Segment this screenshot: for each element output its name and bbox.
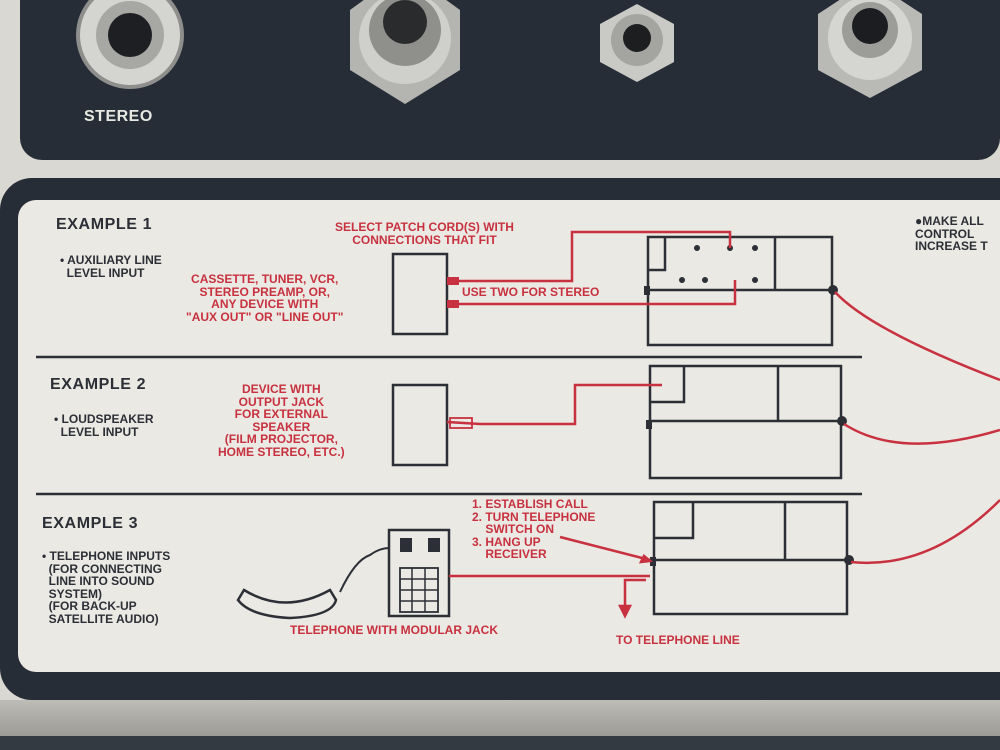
telephone-body-icon: [387, 528, 451, 618]
example-2-description: • LOUDSPEAKER LEVEL INPUT: [54, 412, 154, 439]
telephone-steps: 1. ESTABLISH CALL 2. TURN TELEPHONE SWIT…: [472, 497, 596, 562]
chassis-base: [0, 736, 1000, 750]
example-1-heading: EXAMPLE 1: [56, 216, 153, 233]
source-device-box: [391, 252, 449, 336]
telephone-label: TELEPHONE WITH MODULAR JACK: [290, 623, 498, 637]
example-1-description: • AUXILIARY LINE LEVEL INPUT: [60, 253, 162, 280]
source-devices-list: CASSETTE, TUNER, VCR, STEREO PREAMP, OR,…: [186, 272, 344, 324]
stereo-label: STEREO: [84, 108, 153, 125]
patch-cords: [446, 230, 1000, 619]
mixer-outline: [652, 500, 849, 616]
speaker-device-note: DEVICE WITH OUTPUT JACK FOR EXTERNAL SPE…: [218, 382, 345, 459]
speaker-device-box: [391, 383, 449, 467]
example-3-heading: EXAMPLE 3: [42, 515, 139, 532]
stereo-jack-icon: [76, 0, 184, 89]
example-2-heading: EXAMPLE 2: [50, 376, 147, 393]
connection-examples-card: [18, 200, 1000, 672]
telephone-handset-icon: [236, 588, 338, 620]
rca-jack-icon: [350, 0, 460, 104]
example-3-description: • TELEPHONE INPUTS (FOR CONNECTING LINE …: [42, 549, 171, 626]
mini-jack-icon: [600, 4, 674, 82]
patch-cord-note: SELECT PATCH CORD(S) WITH CONNECTIONS TH…: [335, 220, 514, 247]
side-note: ●MAKE ALL CONTROL INCREASE T: [915, 214, 988, 254]
stereo-note: USE TWO FOR STEREO: [462, 285, 600, 299]
telephone-line-label: TO TELEPHONE LINE: [616, 633, 740, 647]
quarter-inch-jack-icon: [818, 0, 922, 98]
